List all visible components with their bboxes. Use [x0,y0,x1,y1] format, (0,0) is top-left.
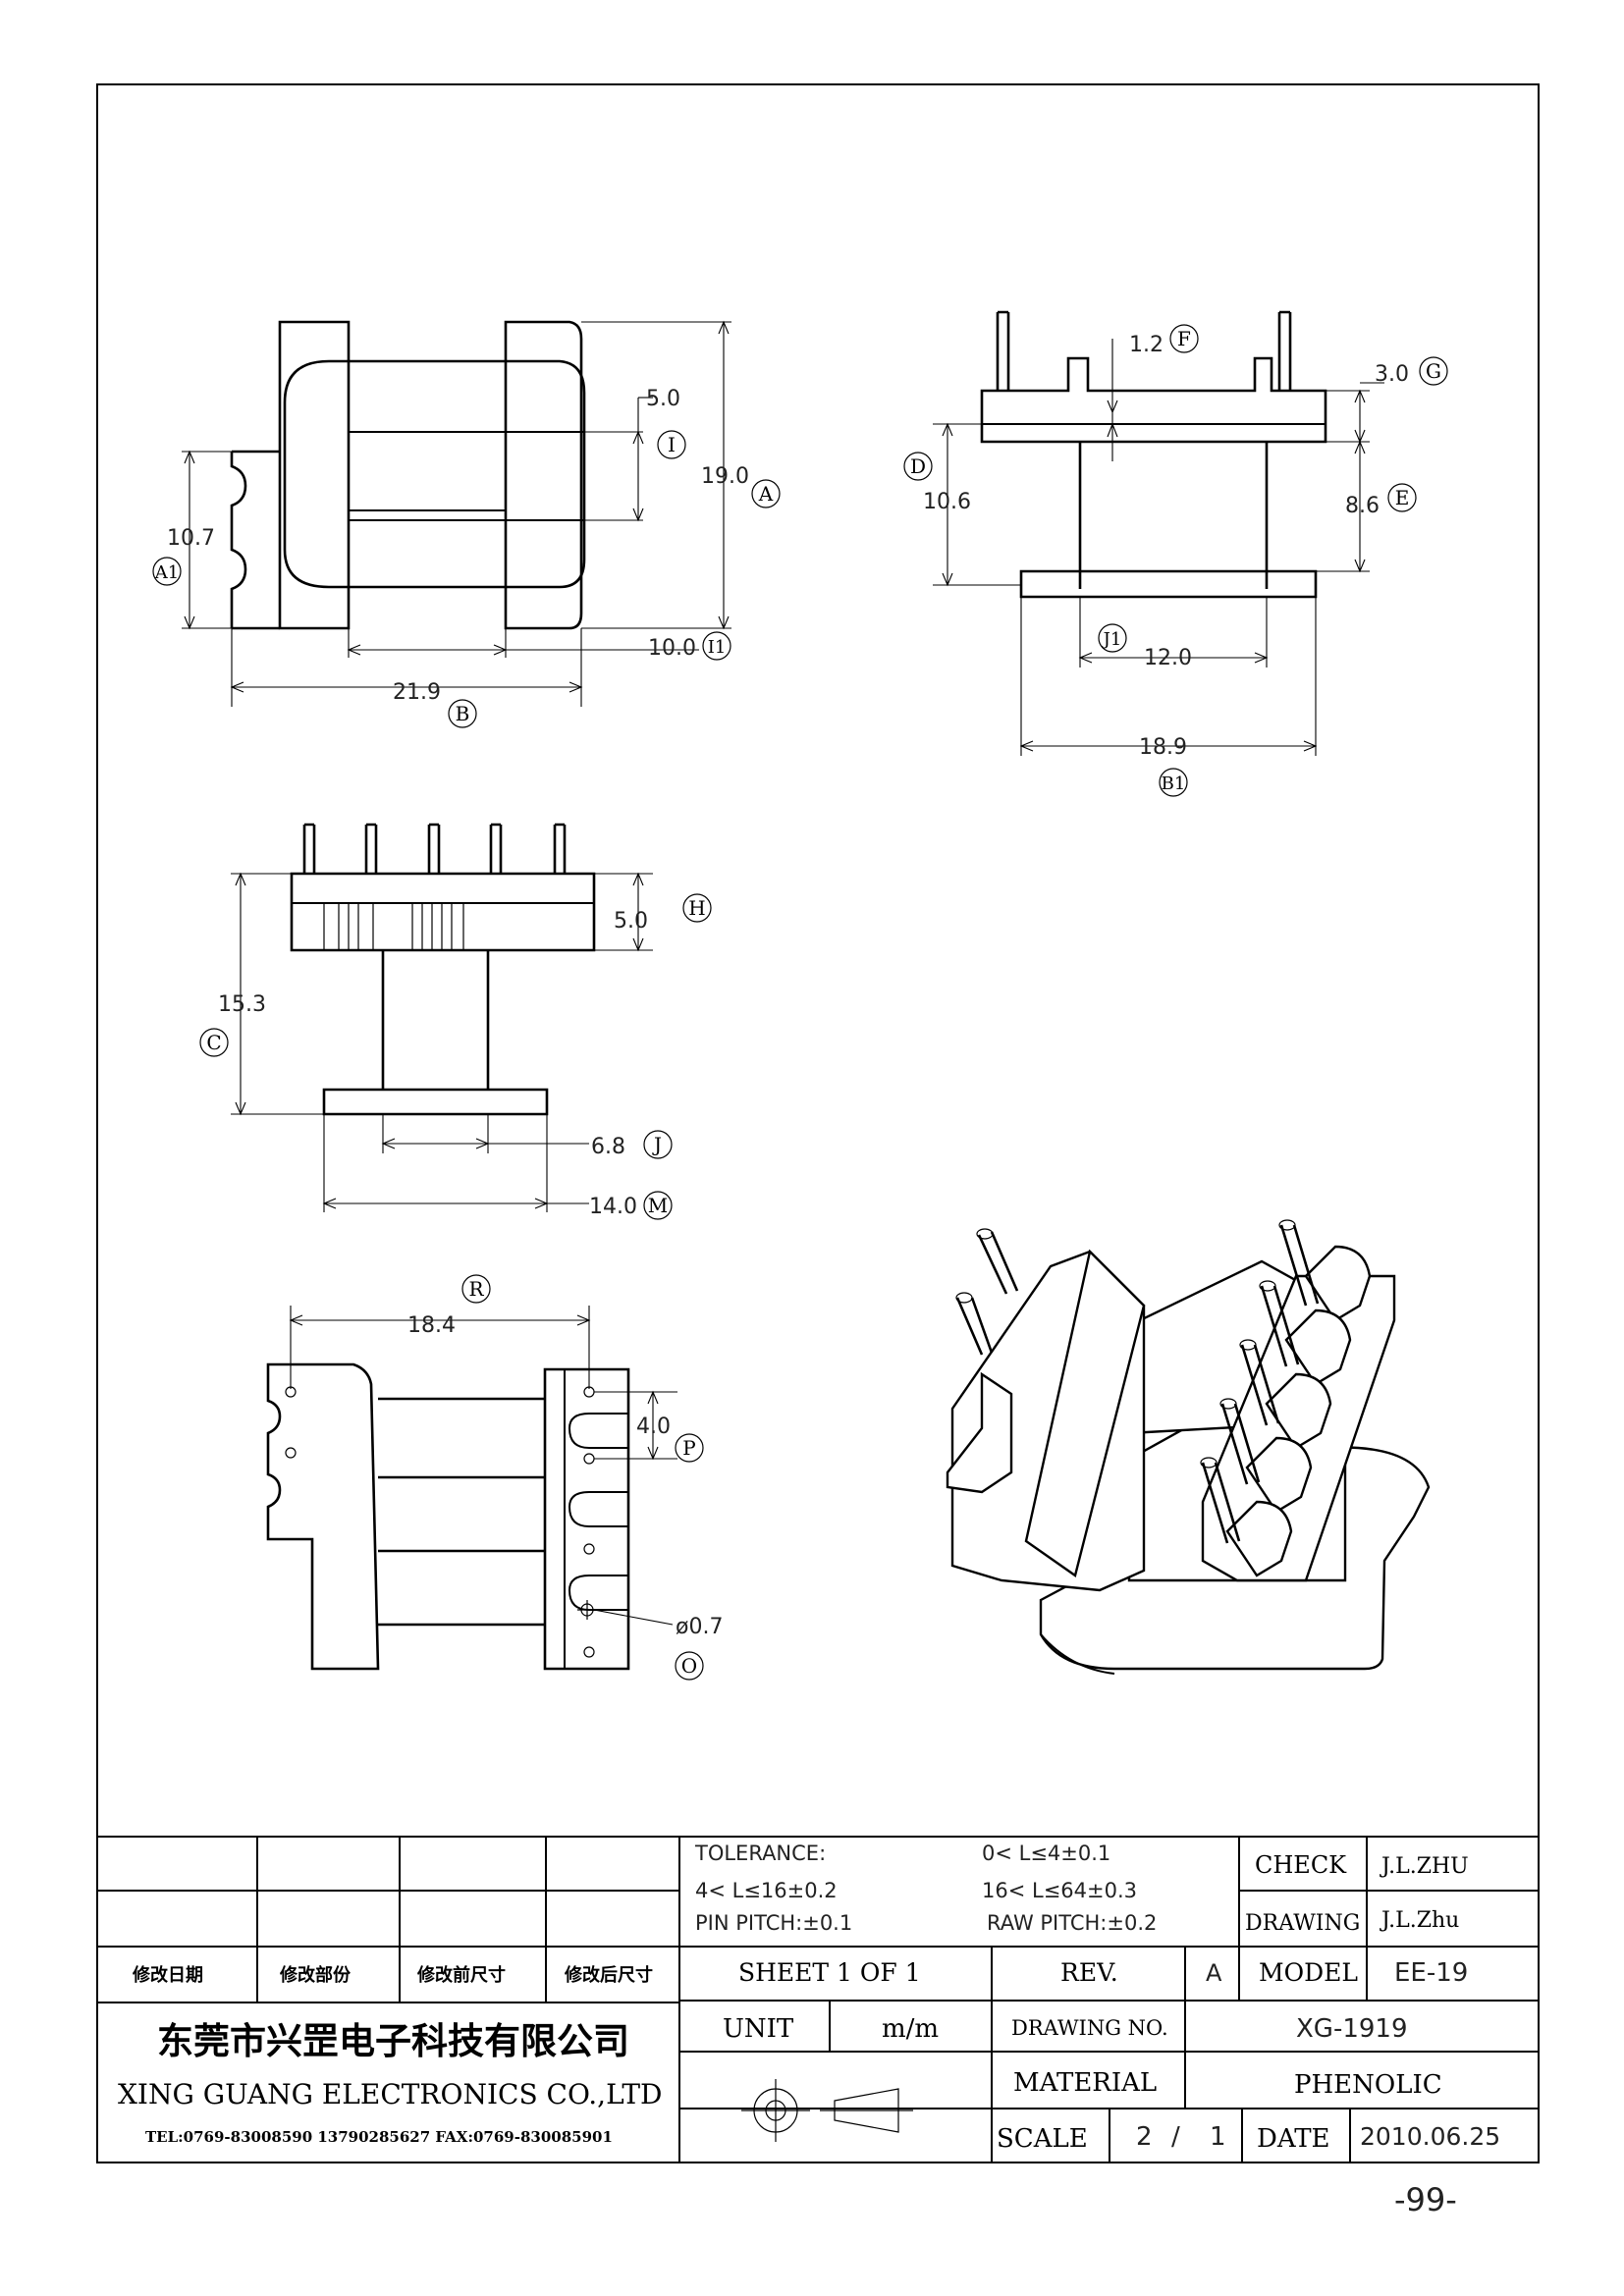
tolerance-range-3: 16< L≤64±0.3 [982,1879,1137,1902]
tolerance-range-1: 0< L≤4±0.1 [982,1842,1110,1865]
dim-J1-value: 12.0 [1144,646,1192,670]
label-I: I [668,433,676,456]
material-label: MATERIAL [1013,2068,1157,2098]
rev-header-part: 修改部份 [279,1964,352,1986]
dim-E-value: 8.6 [1345,494,1380,518]
dim-M-value: 14.0 [589,1195,637,1219]
scale-separator: / [1171,2122,1180,2152]
dim-O-value: ø0.7 [676,1615,723,1639]
label-G: G [1426,359,1441,383]
pin-side-view: 5.0 H 15.3 C 6.8 J 14.0 M [199,823,712,1220]
bottom-view: 18.4 R 4.0 P ø0.7 O [266,1274,723,1681]
unit-value: m/m [882,2014,939,2044]
raw-pitch: RAW PITCH:±0.2 [987,1911,1157,1935]
dim-I1-value: 10.0 [648,636,696,661]
sheet-info: SHEET 1 OF 1 [738,1958,921,1987]
rev-header-after: 修改后尺寸 [564,1964,653,1986]
sheet-border [96,83,1540,2163]
label-P: P [682,1436,695,1460]
unit-label: UNIT [723,2014,794,2044]
dim-A1-value: 10.7 [167,526,215,551]
rev-value: A [1206,1959,1222,1987]
label-O: O [681,1654,697,1678]
dim-I-value: 5.0 [646,387,680,411]
tolerance-range-2: 4< L≤16±0.2 [695,1879,838,1902]
label-C: C [206,1031,221,1054]
date-label: DATE [1257,2124,1330,2154]
scale-label: SCALE [997,2124,1088,2154]
label-I1: I1 [708,637,727,658]
page-number: -99- [1394,2181,1457,2218]
company-name-cn: 东莞市兴罡电子科技有限公司 [157,2019,629,2062]
label-R: R [468,1277,484,1301]
side-view: 1.2 F 3.0 G 8.6 E D 10.6 J1 12.0 18.9 B1 [903,310,1448,797]
label-B: B [456,702,470,725]
company-name-en: XING GUANG ELECTRONICS CO.,LTD [118,2078,663,2110]
label-J1: J1 [1102,629,1122,650]
isometric-view [946,1219,1431,1675]
dim-A-value: 19.0 [701,464,749,489]
tolerance-label: TOLERANCE: [694,1842,826,1865]
dim-B-value: 21.9 [393,680,441,705]
dim-P-value: 4.0 [636,1415,671,1439]
label-J: J [652,1133,662,1156]
label-B1: B1 [1162,774,1186,794]
dim-C-value: 15.3 [218,992,266,1017]
dim-G-value: 3.0 [1375,362,1409,387]
model-value: EE-19 [1394,1958,1468,1988]
dim-B1-value: 18.9 [1139,735,1187,760]
dim-R-value: 18.4 [407,1313,456,1338]
drawing-no-value: XG-1919 [1296,2014,1408,2044]
front-view: 19.0 A 5.0 I 10.7 A1 21.9 B 10.0 I1 [152,320,781,728]
date-value: 2010.06.25 [1360,2122,1500,2151]
label-A1: A1 [154,562,179,583]
dim-H-value: 5.0 [614,909,648,934]
title-block: TOLERANCE: 0< L≤4±0.1 4< L≤16±0.2 16< L≤… [97,1836,1539,2163]
rev-header-date: 修改日期 [132,1964,203,1986]
label-M: M [648,1194,668,1217]
dim-J-value: 6.8 [591,1135,625,1159]
check-value: J.L.ZHU [1380,1854,1469,1879]
label-H: H [688,896,705,920]
drawing-label: DRAWING [1245,1911,1360,1936]
label-E: E [1395,486,1410,509]
rev-header-before: 修改前尺寸 [416,1964,506,1986]
dim-D-value: 10.6 [923,490,971,514]
label-F: F [1177,327,1191,350]
pin-pitch: PIN PITCH:±0.1 [695,1911,852,1935]
dim-F-value: 1.2 [1129,333,1164,357]
drawing-no-label: DRAWING NO. [1011,2016,1168,2040]
scale-numerator: 2 [1136,2122,1153,2152]
material-value: PHENOLIC [1294,2070,1442,2100]
model-label: MODEL [1259,1958,1358,1987]
scale-denominator: 1 [1210,2122,1226,2152]
check-label: CHECK [1255,1851,1347,1879]
projection-symbol-icon [741,2079,913,2142]
label-D: D [910,454,926,478]
label-A: A [758,482,774,506]
company-contact: TEL:0769-83008590 13790285627 FAX:0769-8… [145,2128,613,2146]
rev-label: REV. [1060,1958,1118,1987]
drawing-value: J.L.Zhu [1380,1908,1459,1933]
